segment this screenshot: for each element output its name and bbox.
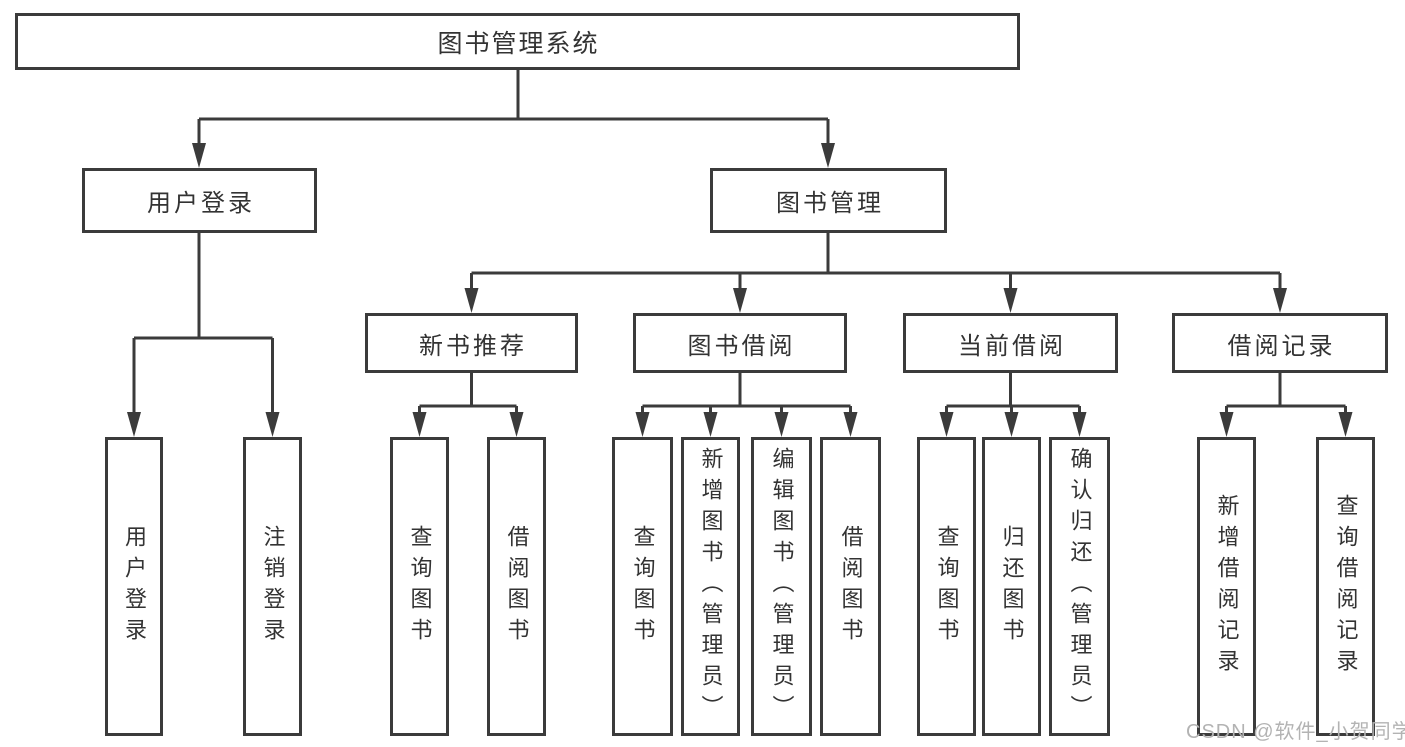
connector-segments: [132, 70, 1347, 415]
node-book-management-label: 图书管理: [776, 190, 884, 217]
node-borrow-records-label: 借阅记录: [1227, 332, 1336, 360]
leaf-query-books-3: 查询图书: [917, 437, 976, 736]
leaf-confirm-return-admin-label: 确认归还（管理员）: [1067, 447, 1093, 726]
leaf-query-books-1-label: 查询图书: [407, 524, 433, 649]
leaf-borrow-books-1-label: 借阅图书: [504, 524, 530, 649]
arrowheads: [127, 143, 1353, 437]
leaf-return-book: 归还图书: [982, 437, 1041, 736]
leaf-add-book-admin: 新增图书（管理员）: [681, 437, 740, 736]
node-borrow-records: 借阅记录: [1172, 313, 1388, 373]
leaf-borrow-books-2-label: 借阅图书: [838, 524, 864, 649]
leaf-add-book-admin-label: 新增图书（管理员）: [698, 447, 724, 726]
leaf-query-borrow-record-label: 查询借阅记录: [1333, 493, 1359, 680]
leaf-borrow-books-2: 借阅图书: [820, 437, 881, 736]
csdn-watermark: CSDN @软件_小贺同学: [1186, 721, 1405, 743]
leaf-query-books-1: 查询图书: [390, 437, 449, 736]
leaf-query-borrow-record: 查询借阅记录: [1316, 437, 1375, 736]
node-root: 图书管理系统: [15, 13, 1020, 70]
node-book-borrow-label: 图书借阅: [687, 332, 796, 360]
leaf-query-books-2-label: 查询图书: [630, 524, 656, 649]
leaf-user-login-label: 用户登录: [122, 524, 147, 649]
node-new-book-recommend-label: 新书推荐: [419, 332, 527, 360]
leaf-edit-book-admin-label: 编辑图书（管理员）: [769, 447, 795, 726]
leaf-borrow-books-1: 借阅图书: [487, 437, 546, 736]
node-book-borrow: 图书借阅: [633, 313, 847, 373]
node-user-login: 用户登录: [82, 168, 317, 233]
node-new-book-recommend: 新书推荐: [365, 313, 578, 373]
node-current-borrow: 当前借阅: [903, 313, 1118, 373]
leaf-edit-book-admin: 编辑图书（管理员）: [751, 437, 812, 736]
leaf-user-login: 用户登录: [105, 437, 163, 736]
leaf-logout: 注销登录: [243, 437, 302, 736]
node-current-borrow-label: 当前借阅: [958, 332, 1066, 360]
leaf-query-books-3-label: 查询图书: [934, 524, 960, 649]
leaf-return-book-label: 归还图书: [999, 524, 1025, 649]
leaf-logout-label: 注销登录: [260, 524, 286, 649]
leaf-add-borrow-record: 新增借阅记录: [1197, 437, 1256, 736]
node-book-management: 图书管理: [710, 168, 947, 233]
leaf-query-books-2: 查询图书: [612, 437, 673, 736]
leaf-add-borrow-record-label: 新增借阅记录: [1214, 493, 1240, 680]
leaf-confirm-return-admin: 确认归还（管理员）: [1049, 437, 1110, 736]
node-user-login-label: 用户登录: [147, 190, 255, 217]
node-root-label: 图书管理系统: [437, 29, 600, 58]
